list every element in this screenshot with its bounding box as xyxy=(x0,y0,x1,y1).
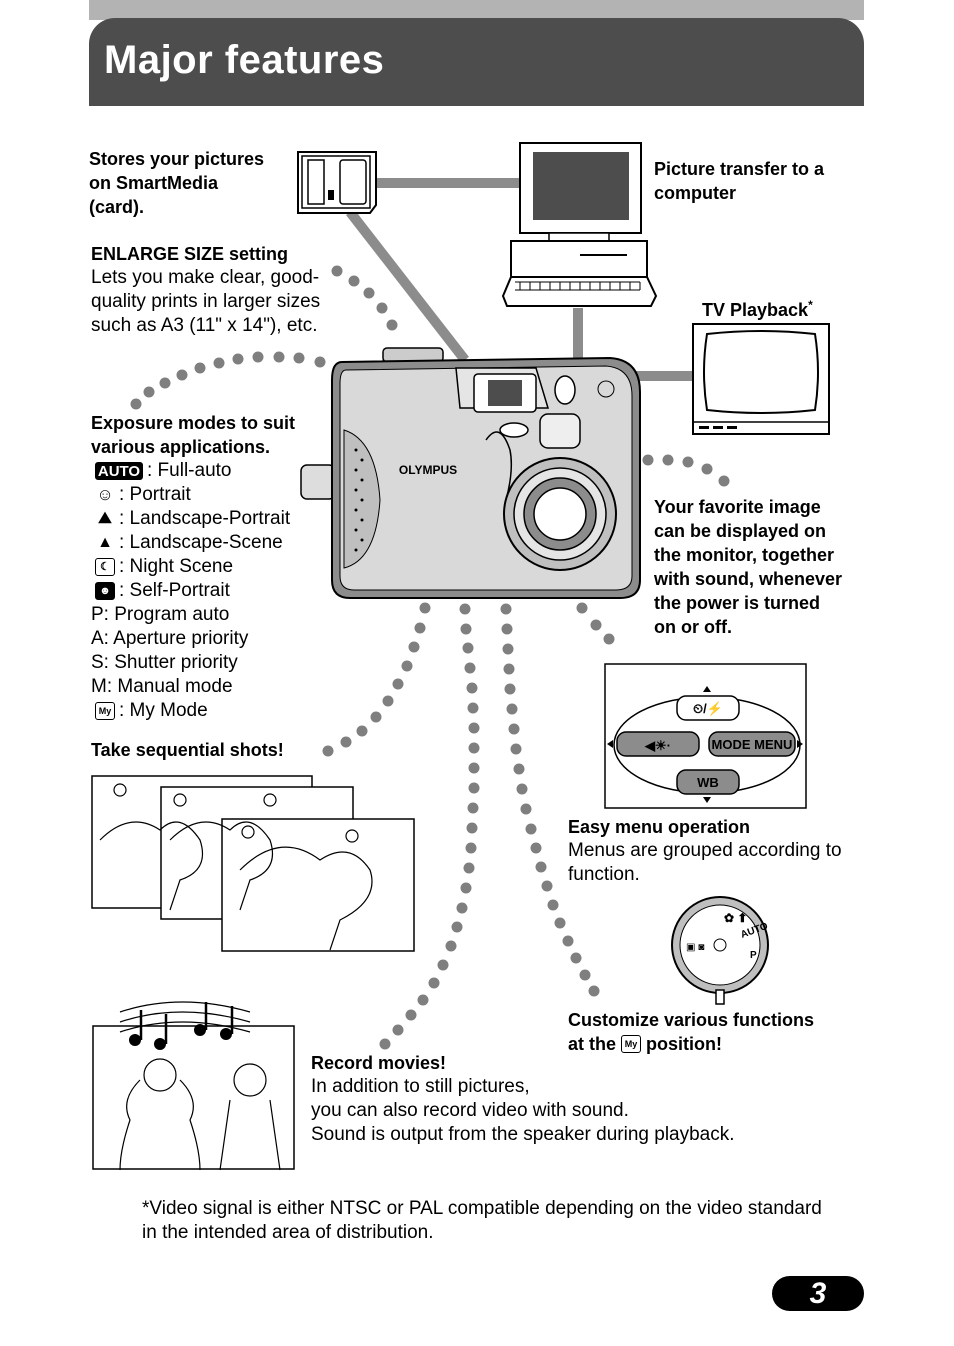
favorite-line: the power is turned xyxy=(654,593,821,613)
customize-line: Customize various functions xyxy=(568,1010,815,1030)
mode-landscape-scene: ▲ : Landscape-Scene xyxy=(95,531,331,555)
smartmedia-text: Stores your pictures on SmartMedia (card… xyxy=(89,147,299,219)
portrait-icon: ☺ xyxy=(96,485,114,504)
mode-aperture: A: Aperture priority xyxy=(91,628,249,649)
wb-label: WB xyxy=(697,775,719,790)
mode-landscape-portrait: ⛰ : Landscape-Portrait xyxy=(95,507,331,531)
landscape-portrait-icon: ⛰ xyxy=(98,510,112,527)
mode-shutter: S: Shutter priority xyxy=(91,652,238,673)
mode-manual: M: Manual mode xyxy=(91,676,233,697)
easy-menu-title: Easy menu operation xyxy=(568,817,751,837)
mode-label: : Portrait xyxy=(119,484,191,505)
page-number: 3 xyxy=(772,1276,864,1311)
mode-label: : Landscape-Scene xyxy=(119,532,283,553)
tv-illustration xyxy=(692,323,830,435)
mode-night-scene: ☾: Night Scene xyxy=(95,555,331,579)
tv-playback-text: TV Playback* xyxy=(702,293,813,322)
tv-playback-label: TV Playback xyxy=(702,300,809,320)
footnote-line: in the intended area of distribution. xyxy=(142,1222,434,1243)
favorite-line: the monitor, together xyxy=(654,545,834,565)
exposure-title: Exposure modes to suit xyxy=(91,413,296,433)
transfer-text: Picture transfer to a computer xyxy=(654,157,864,205)
transfer-line: computer xyxy=(654,183,737,203)
landscape-scene-icon: ▲ xyxy=(97,534,113,551)
enlarge-line: Lets you make clear, good- xyxy=(91,267,320,288)
enlarge-size-text: ENLARGE SIZE setting Lets you make clear… xyxy=(91,242,341,338)
footnote-line: *Video signal is either NTSC or PAL comp… xyxy=(142,1198,822,1219)
mode-label: : My Mode xyxy=(119,700,208,721)
sequential-shots-text: Take sequential shots! xyxy=(91,740,284,760)
my-mode-icon: My xyxy=(95,702,115,720)
customize-line: at the My position! xyxy=(568,1032,868,1056)
smartmedia-line: (card). xyxy=(89,197,145,217)
dot-trails xyxy=(130,265,730,1050)
record-movies-illustration xyxy=(92,1001,295,1171)
favorite-line: Your favorite image xyxy=(654,497,821,517)
exposure-comp-label: ◀☀· xyxy=(644,738,671,753)
mode-label: : Full-auto xyxy=(147,460,232,481)
selftimer-flash-label: ⏲/⚡ xyxy=(693,701,723,717)
easy-menu-line: function. xyxy=(568,864,640,885)
movies-line: you can also record video with sound. xyxy=(311,1100,629,1121)
mode-dial-illustration: AUTO P ✿ ⬆ ▣ ◙ xyxy=(671,896,770,1005)
easy-menu-diagram: ⏲/⚡ ◀☀· MODE MENU WB xyxy=(604,663,807,809)
mode-my-mode: My: My Mode xyxy=(95,699,331,723)
smartmedia-line: on SmartMedia xyxy=(89,173,219,193)
computer-illustration xyxy=(501,142,658,307)
exposure-modes-text: Exposure modes to suit various applicati… xyxy=(91,411,331,723)
transfer-line: Picture transfer to a xyxy=(654,159,825,179)
mode-label: : Night Scene xyxy=(119,556,234,577)
favorite-line: on or off. xyxy=(654,617,732,637)
header-banner xyxy=(89,18,864,106)
movies-line: Sound is output from the speaker during … xyxy=(311,1124,735,1145)
camera-brand-label: OLYMPUS xyxy=(399,463,457,477)
page-title: Major features xyxy=(104,38,385,82)
exposure-title: various applications. xyxy=(91,437,271,457)
mode-label: : Self-Portrait xyxy=(119,580,230,601)
easy-menu-text: Easy menu operation Menus are grouped ac… xyxy=(568,815,868,887)
enlarge-title: ENLARGE SIZE setting xyxy=(91,244,289,264)
my-mode-icon: My xyxy=(621,1035,642,1053)
favorite-line: can be displayed on xyxy=(654,521,827,541)
customize-text: Customize various functions at the My po… xyxy=(568,1008,868,1056)
easy-menu-line: Menus are grouped according to xyxy=(568,840,842,861)
record-movies-text: Record movies! In addition to still pict… xyxy=(311,1051,871,1147)
camera-illustration: OLYMPUS xyxy=(300,347,641,599)
mode-full-auto: AUTO: Full-auto xyxy=(95,459,331,483)
mode-program: P: Program auto xyxy=(91,604,230,625)
connector-lines xyxy=(346,178,694,381)
tv-playback-mark: * xyxy=(808,298,813,312)
movies-title: Record movies! xyxy=(311,1053,447,1073)
mode-label: : Landscape-Portrait xyxy=(119,508,291,529)
enlarge-line: such as A3 (11" x 14"), etc. xyxy=(91,315,318,336)
auto-mode-icon: AUTO xyxy=(95,462,143,480)
customize-post: position! xyxy=(646,1034,722,1054)
mode-self-portrait: ☻: Self-Portrait xyxy=(95,579,331,603)
svg-text:✿ ⬆: ✿ ⬆ xyxy=(724,911,747,925)
dial-p-label: P xyxy=(750,950,757,961)
smartmedia-line: Stores your pictures xyxy=(89,149,265,169)
favorite-line: with sound, whenever xyxy=(654,569,843,589)
footnote: *Video signal is either NTSC or PAL comp… xyxy=(142,1197,882,1245)
night-scene-icon: ☾ xyxy=(95,558,115,576)
sequential-shots-illustration xyxy=(91,775,415,952)
smartmedia-card-illustration xyxy=(297,151,377,214)
mode-portrait: ☺ : Portrait xyxy=(95,483,331,507)
self-portrait-icon: ☻ xyxy=(95,582,115,600)
movies-line: In addition to still pictures, xyxy=(311,1076,530,1097)
header-top-bar xyxy=(89,0,864,20)
favorite-image-text: Your favorite image can be displayed on … xyxy=(654,495,866,639)
svg-text:▣ ◙: ▣ ◙ xyxy=(686,942,704,953)
customize-pre: at the xyxy=(568,1034,617,1054)
mode-menu-label: MODE MENU xyxy=(712,737,793,752)
enlarge-line: quality prints in larger sizes xyxy=(91,291,321,312)
